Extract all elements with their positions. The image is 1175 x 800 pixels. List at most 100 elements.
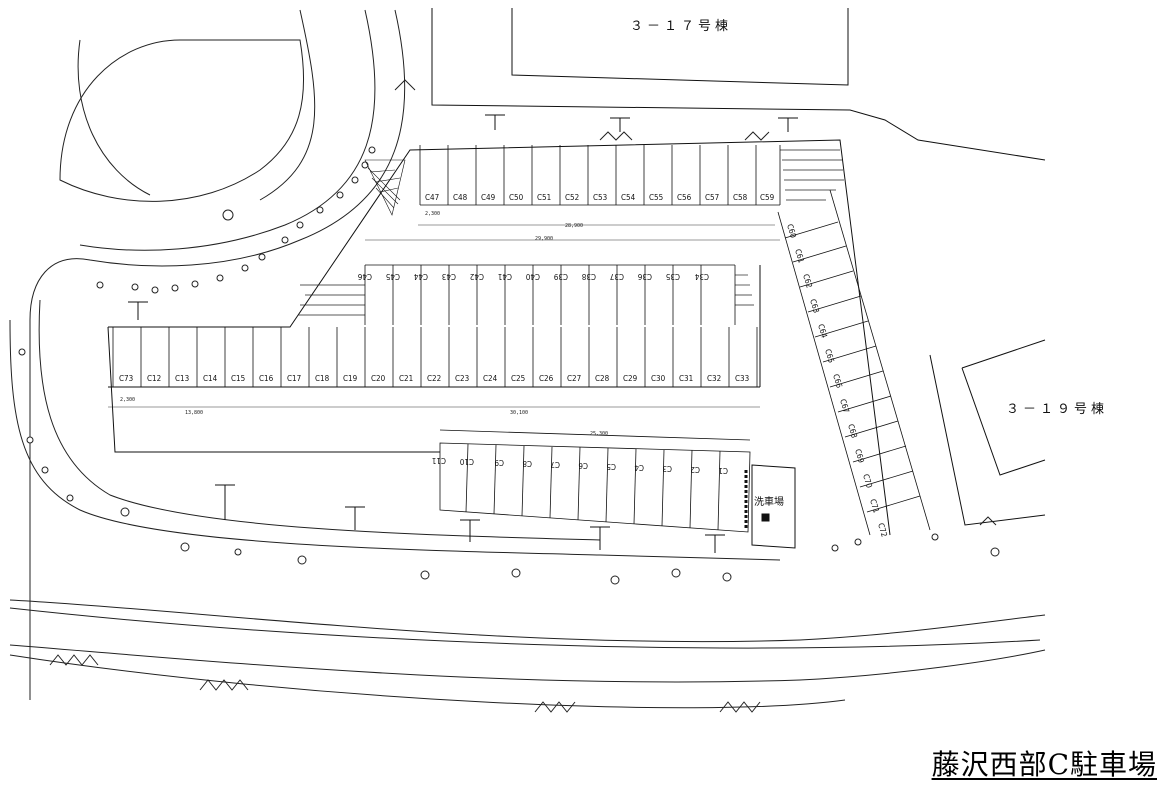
row-main-lower [112, 327, 758, 387]
row-north-top [419, 145, 781, 206]
space-C65: C65 [823, 348, 836, 364]
space-C2: C2 [690, 465, 700, 474]
striped-zones [298, 149, 844, 316]
space-C67: C67 [838, 398, 851, 414]
space-C23: C23 [455, 374, 469, 383]
space-C57: C57 [705, 193, 719, 202]
space-C70: C70 [861, 473, 874, 490]
space-C52: C52 [565, 193, 579, 202]
space-C41: C41 [498, 272, 512, 281]
space-C38: C38 [581, 272, 596, 281]
space-C31: C31 [679, 374, 693, 383]
space-C34: C34 [694, 272, 709, 281]
space-C27: C27 [567, 374, 581, 383]
space-C1: C1 [718, 466, 728, 475]
space-C11: C11 [432, 456, 446, 465]
zigzag-marks [49, 79, 997, 713]
space-C37: C37 [610, 272, 624, 281]
space-C29: C29 [623, 374, 638, 383]
space-C54: C54 [621, 193, 636, 202]
space-C50: C50 [509, 193, 524, 202]
space-C15: C15 [231, 374, 245, 383]
tree-markers [18, 146, 1000, 585]
hatched-area [364, 159, 406, 216]
main-parking-outline [107, 139, 891, 536]
space-C35: C35 [666, 272, 680, 281]
car-wash-label: 洗車場 [754, 495, 784, 508]
space-C24: C24 [483, 374, 498, 383]
dim-span-a: 29,900 [535, 236, 553, 242]
space-C13: C13 [175, 374, 189, 383]
space-C18: C18 [315, 374, 330, 383]
space-C53: C53 [593, 193, 607, 202]
space-C28: C28 [595, 374, 610, 383]
space-C48: C48 [453, 193, 468, 202]
space-C36: C36 [637, 272, 652, 281]
space-C66: C66 [831, 373, 844, 390]
space-C5: C5 [606, 462, 616, 471]
space-C9: C9 [494, 458, 504, 467]
car-wash [744, 464, 796, 549]
row-north-top-labels: C47 C48 C49 C50 C51 C52 C53 C54 C55 C56 … [425, 193, 775, 202]
dim-bay-width-1: 2,300 [425, 211, 440, 217]
space-C59: C59 [760, 193, 775, 202]
space-C73: C73 [119, 374, 133, 383]
dim-span-d: 30,100 [510, 410, 528, 416]
space-C20: C20 [371, 374, 386, 383]
space-C39: C39 [553, 272, 568, 281]
space-C6: C6 [578, 461, 588, 470]
row-south-labels: C11 C10 C9 C8 C7 C6 C5 C4 C3 C2 C1 [432, 456, 728, 475]
dim-span-e: 25,300 [590, 431, 608, 437]
space-C46: C46 [357, 272, 372, 281]
dim-span-b: 28,900 [565, 223, 583, 229]
space-C22: C22 [427, 374, 441, 383]
space-C30: C30 [651, 374, 666, 383]
space-C4: C4 [634, 463, 644, 472]
space-C21: C21 [399, 374, 413, 383]
space-C43: C43 [442, 272, 456, 281]
space-C42: C42 [470, 272, 484, 281]
space-C45: C45 [386, 272, 400, 281]
space-C60: C60 [785, 223, 798, 240]
space-C61: C61 [793, 248, 806, 264]
lamp-posts [128, 114, 798, 553]
space-C40: C40 [525, 272, 540, 281]
space-C63: C63 [808, 298, 821, 314]
space-C12: C12 [147, 374, 161, 383]
row-east-diagonal [777, 189, 931, 536]
space-C72: C72 [876, 522, 889, 538]
row-main-lower-labels: C73 C12 C13 C14 C15 C16 C17 C18 C19 C20 … [119, 374, 749, 383]
space-C10: C10 [459, 457, 474, 466]
space-C49: C49 [481, 193, 496, 202]
space-C26: C26 [539, 374, 554, 383]
space-C71: C71 [868, 498, 881, 514]
building-3-19 [929, 339, 1046, 526]
space-C3: C3 [662, 464, 672, 473]
space-C14: C14 [203, 374, 218, 383]
curved-roads [9, 9, 1046, 709]
space-C33: C33 [735, 374, 749, 383]
row-east-diagonal-labels: C60 C61 C62 C63 C64 C65 C66 C67 C68 C69 … [785, 223, 889, 538]
building-3-19-label: ３－１９号棟 [1006, 402, 1108, 417]
space-C47: C47 [425, 193, 439, 202]
building-3-17-label: ３－１７号棟 [630, 19, 732, 34]
space-C32: C32 [707, 374, 721, 383]
building-3-17 [431, 8, 1046, 161]
space-C44: C44 [413, 272, 428, 281]
space-C16: C16 [259, 374, 274, 383]
space-C7: C7 [550, 460, 560, 469]
space-C19: C19 [343, 374, 358, 383]
space-C62: C62 [801, 273, 814, 289]
dim-span-c: 13,800 [185, 410, 203, 416]
space-C55: C55 [649, 193, 663, 202]
space-C25: C25 [511, 374, 525, 383]
row-middle-upper [364, 264, 736, 325]
page-title: 藤沢西部C駐車場 [931, 748, 1157, 781]
space-C51: C51 [537, 193, 551, 202]
space-C64: C64 [816, 323, 829, 340]
row-middle-upper-labels: C46 C45 C44 C43 C42 C41 C40 C39 C38 C37 … [357, 272, 709, 281]
space-C56: C56 [677, 193, 692, 202]
space-C8: C8 [522, 459, 532, 468]
space-C69: C69 [853, 448, 866, 465]
